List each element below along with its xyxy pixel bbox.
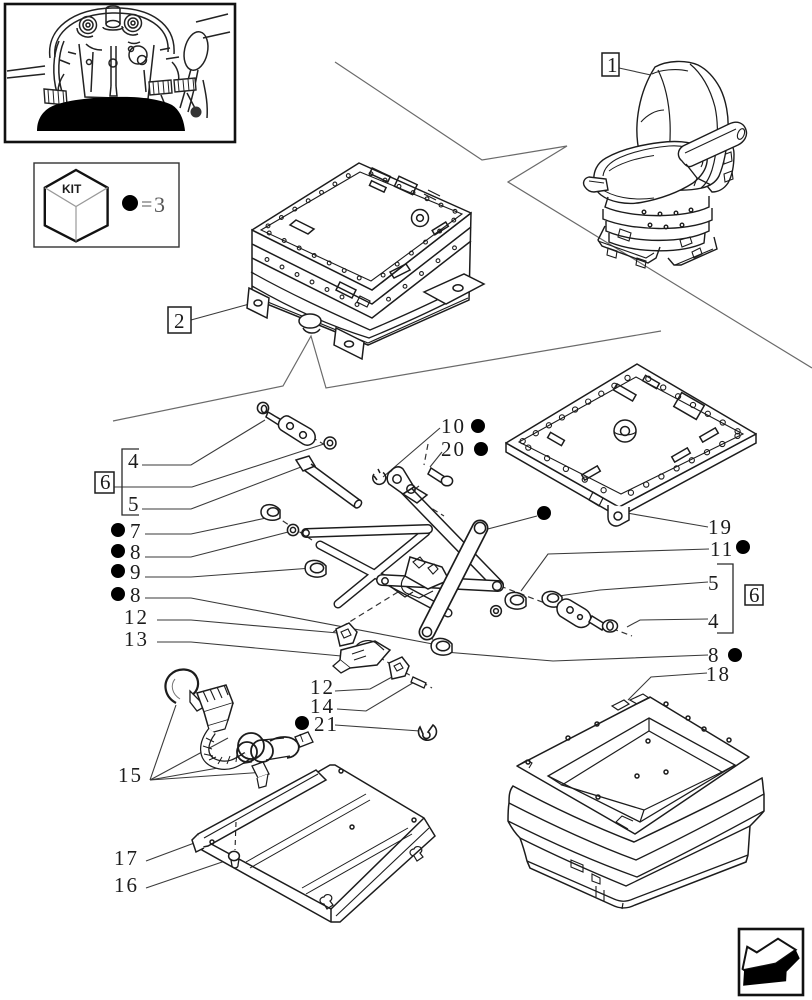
svg-text:6: 6 (100, 470, 111, 494)
svg-text:12: 12 (310, 675, 335, 699)
svg-text:5: 5 (708, 571, 719, 595)
svg-text:5: 5 (128, 492, 139, 516)
svg-text:21: 21 (314, 712, 339, 736)
svg-text:8: 8 (130, 583, 141, 607)
svg-text:6: 6 (749, 583, 760, 607)
svg-text:14: 14 (310, 694, 335, 718)
svg-text:10: 10 (441, 414, 466, 438)
svg-text:8: 8 (130, 540, 141, 564)
svg-text:3: 3 (154, 192, 165, 217)
svg-text:KIT: KIT (62, 182, 82, 196)
svg-text:4: 4 (708, 609, 719, 633)
svg-text:=: = (141, 194, 152, 216)
svg-text:2: 2 (174, 309, 185, 333)
svg-text:16: 16 (114, 873, 139, 897)
svg-text:19: 19 (708, 515, 733, 539)
svg-text:11: 11 (710, 537, 734, 561)
svg-text:7: 7 (130, 519, 141, 543)
svg-text:13: 13 (124, 627, 149, 651)
svg-text:4: 4 (128, 449, 139, 473)
svg-text:9: 9 (130, 560, 141, 584)
svg-text:8: 8 (708, 643, 719, 667)
svg-text:12: 12 (124, 605, 149, 629)
svg-text:1: 1 (607, 53, 618, 77)
svg-text:18: 18 (706, 662, 731, 686)
svg-text:20: 20 (441, 437, 466, 461)
svg-text:15: 15 (118, 763, 143, 787)
svg-text:17: 17 (114, 846, 139, 870)
